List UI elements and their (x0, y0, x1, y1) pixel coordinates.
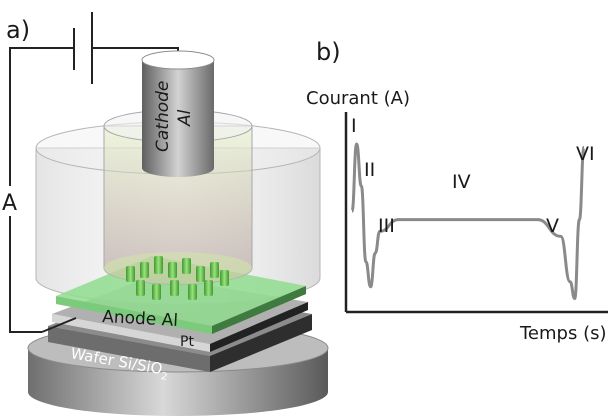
current-curve (350, 142, 586, 301)
stage-label-ii: II (364, 159, 375, 181)
stage-label-i: I (351, 115, 357, 137)
stage-label-v: V (546, 215, 559, 237)
stage-label-iii: III (378, 215, 395, 237)
anode-label: Anode Al (102, 307, 179, 331)
pt-label: Pt (180, 334, 194, 350)
nanorods (126, 256, 229, 300)
ammeter-label: A (2, 191, 17, 216)
stage-label-vi: VI (576, 143, 595, 165)
stage-label-iv: IV (452, 171, 471, 193)
panel-b-label: b) (316, 38, 341, 66)
wafer-label-subscript: 2 (160, 371, 168, 383)
chart-axes (344, 112, 608, 314)
battery-symbol (73, 12, 93, 84)
cathode-al (141, 50, 215, 177)
panel-a-label: a) (6, 16, 30, 44)
cathode-label: Cathode (153, 81, 173, 152)
cathode-material-label: Al (175, 109, 195, 127)
anode-lead (41, 317, 77, 333)
ammeter-label-bg (0, 186, 22, 216)
y-axis-title: Courant (A) (306, 88, 410, 109)
plot-area (350, 142, 586, 301)
x-axis-title: Temps (s) (519, 323, 607, 344)
